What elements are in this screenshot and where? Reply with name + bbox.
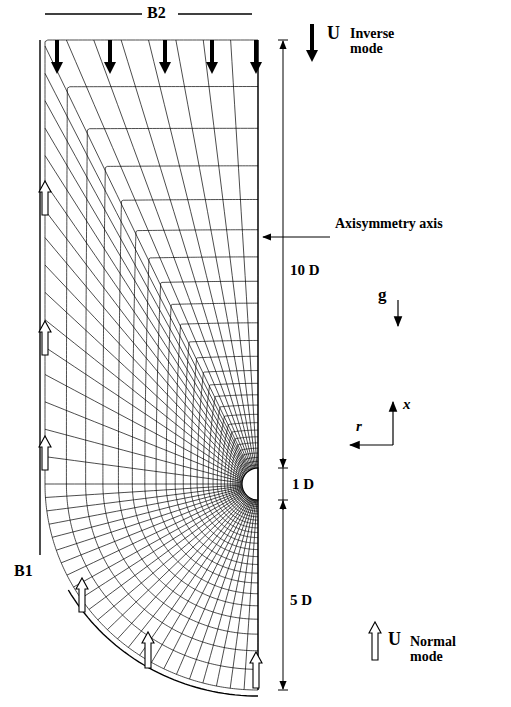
mesh-line [176, 40, 255, 468]
mesh-line [231, 40, 257, 468]
inflow-arrow [39, 181, 51, 215]
mesh-line [45, 320, 243, 478]
mesh-line [225, 430, 258, 517]
axis-name: r [356, 418, 362, 435]
boundary-line [68, 590, 258, 696]
mesh-line [208, 395, 258, 533]
mesh-line [235, 453, 258, 507]
mesh-line [45, 40, 258, 690]
axis-arrow [392, 402, 393, 445]
dimension-line [283, 41, 284, 689]
mesh-line [156, 281, 258, 583]
mesh-line [45, 128, 247, 472]
inflow-arrow [39, 321, 51, 355]
inflow-arrow [254, 40, 258, 64]
velocity-arrow [369, 622, 381, 660]
axis-arrow [350, 444, 393, 445]
inflow-arrow [142, 632, 154, 668]
velocity-arrow [306, 50, 318, 62]
axis-name: x [403, 396, 411, 413]
mesh-line [132, 230, 258, 606]
boundary-line [178, 13, 252, 14]
mesh-line [213, 405, 258, 528]
mode-label: Inverse mode [350, 26, 420, 57]
mesh-line [230, 443, 258, 511]
mesh-line [45, 457, 242, 483]
inflow-arrow [210, 40, 214, 64]
mesh-line [191, 356, 258, 549]
axis-line [257, 40, 258, 690]
mesh-line [45, 485, 242, 497]
dimension-tick [278, 40, 288, 41]
boundary-line [45, 13, 142, 14]
mesh-line [45, 46, 250, 470]
mesh-line [45, 484, 242, 485]
inflow-arrow [76, 578, 88, 612]
mesh-line [45, 375, 243, 480]
dimension-tick [278, 690, 288, 691]
inflow-arrow [206, 62, 218, 74]
inflow-arrow [250, 62, 262, 74]
dimension-tick [278, 468, 288, 469]
mesh-line [175, 323, 258, 565]
boundary-name: B1 [14, 562, 33, 580]
mesh-line [221, 423, 258, 520]
mesh-line [237, 457, 258, 504]
dimension-line [283, 458, 284, 467]
mesh-grid [45, 40, 258, 690]
mesh-line [121, 40, 253, 469]
inflow-arrow [104, 62, 116, 74]
boundary-line [39, 40, 40, 555]
axis-label: Axisymmetry axis [335, 216, 445, 231]
mesh-line [166, 303, 258, 573]
inflow-arrow [51, 62, 63, 74]
vector-symbol: U⃗ [327, 24, 354, 44]
mesh-line [86, 128, 258, 650]
dimension-label: 10 D [290, 262, 320, 279]
mesh-line [183, 340, 258, 556]
mesh-line [145, 257, 258, 594]
mesh-line [45, 156, 247, 473]
mesh-line [66, 40, 251, 470]
dimension-label: 5 D [290, 592, 312, 609]
inflow-arrow [250, 652, 262, 688]
vector-symbol: g⃗ [378, 286, 400, 305]
mesh-line [203, 383, 258, 537]
mode-label: Normal mode [410, 634, 480, 665]
mesh-line [190, 499, 253, 679]
mesh-line [228, 437, 258, 514]
mesh-line [233, 448, 258, 509]
mesh-line [118, 199, 258, 619]
mesh-line [45, 183, 246, 474]
dimension-tick [278, 500, 288, 501]
mesh-line [107, 495, 246, 629]
mesh-line [66, 87, 258, 670]
boundary-name: B2 [147, 4, 166, 22]
leader-line [263, 237, 330, 238]
sphere [242, 468, 258, 500]
mesh-line [47, 486, 242, 511]
mesh-line [217, 414, 258, 523]
velocity-arrow [310, 24, 314, 52]
inflow-arrow [159, 62, 171, 74]
inflow-arrow [39, 436, 51, 470]
mesh-line [94, 40, 252, 469]
mesh-line [128, 497, 248, 648]
mesh-line [197, 371, 258, 544]
dimension-line [283, 501, 284, 510]
dimension-label: 1 D [292, 476, 314, 493]
mesh-line [56, 489, 243, 550]
mesh-line [203, 40, 256, 468]
inflow-arrow [55, 40, 59, 64]
mesh-line [89, 494, 245, 610]
mesh-line [149, 40, 254, 469]
mesh-line [103, 166, 258, 634]
inflow-arrow [163, 40, 167, 64]
inflow-arrow [108, 40, 112, 64]
